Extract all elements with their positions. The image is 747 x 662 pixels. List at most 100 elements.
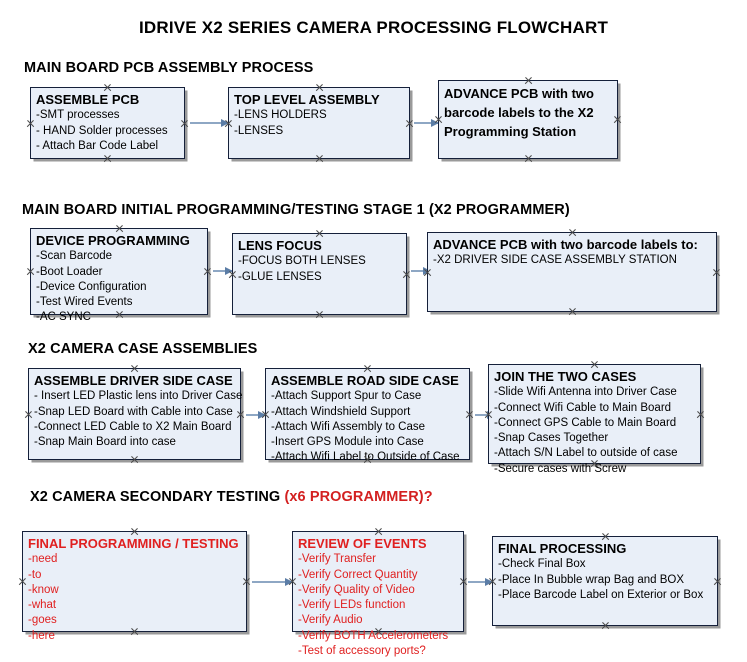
box-line: -GLUE LENSES	[238, 270, 322, 283]
box-line: -Device Configuration	[36, 280, 147, 293]
box-line: -Attach S/N Label to outside of case	[494, 447, 678, 460]
resize-handle-top[interactable]	[315, 229, 324, 238]
box-lines: -need -to -know -what -goes -here	[28, 552, 242, 644]
section-header-text: X2 CAMERA SECONDARY TESTING	[30, 489, 285, 505]
resize-handle-bottom[interactable]	[601, 621, 610, 630]
box-title: DEVICE PROGRAMMING	[36, 233, 190, 248]
box-line: -LENSES	[234, 124, 284, 137]
flow-box-advance-pcb-driver-side[interactable]: ADVANCE PCB with two barcode labels to: …	[427, 232, 717, 312]
box-lines: - Insert LED Plastic lens into Driver Ca…	[34, 389, 243, 450]
resize-handle-right[interactable]	[713, 577, 722, 586]
box-line: -here	[28, 629, 55, 642]
box-lines: -X2 DRIVER SIDE CASE ASSEMBLY STATION	[433, 253, 712, 268]
flow-box-lens-focus[interactable]: LENS FOCUS -FOCUS BOTH LENSES -GLUE LENS…	[232, 233, 407, 315]
resize-handle-bottom[interactable]	[103, 154, 112, 163]
resize-handle-right[interactable]	[696, 410, 705, 419]
flow-box-review-of-events[interactable]: REVIEW OF EVENTS -Verify Transfer -Verif…	[292, 531, 464, 657]
resize-handle-left[interactable]	[24, 410, 33, 419]
box-line: -goes	[28, 614, 57, 627]
flow-box-advance-pcb-programming-station[interactable]: ADVANCE PCB with two barcode labels to t…	[438, 80, 618, 159]
resize-handle-top[interactable]	[103, 83, 112, 92]
box-lines: -Check Final Box -Place In Bubble wrap B…	[498, 557, 713, 603]
section-header-x2-camera-secondary-testing: X2 CAMERA SECONDARY TESTING (x6 PROGRAMM…	[30, 489, 433, 505]
resize-handle-top[interactable]	[130, 364, 139, 373]
flow-box-final-programming-testing[interactable]: FINAL PROGRAMMING / TESTING -need -to -k…	[22, 531, 247, 642]
resize-handle-right[interactable]	[465, 410, 474, 419]
resize-handle-bottom[interactable]	[315, 310, 324, 319]
box-line: -Connect Wifi Cable to Main Board	[494, 401, 672, 414]
connector-arrow	[246, 410, 266, 419]
resize-handle-left[interactable]	[18, 577, 27, 586]
box-title: ASSEMBLE PCB	[36, 92, 140, 107]
resize-handle-top[interactable]	[363, 364, 372, 373]
arrow-head-icon	[431, 118, 439, 127]
resize-handle-top[interactable]	[315, 83, 324, 92]
section-header-text: MAIN BOARD PCB ASSEMBLY PROCESS	[24, 60, 314, 76]
box-title: LENS FOCUS	[238, 238, 322, 253]
resize-handle-right[interactable]	[236, 410, 245, 419]
section-header-x2-camera-case-assemblies: X2 CAMERA CASE ASSEMBLIES	[28, 341, 257, 357]
flow-box-final-processing[interactable]: FINAL PROCESSING -Check Final Box -Place…	[492, 536, 718, 626]
box-line: -Boot Loader	[36, 265, 103, 278]
resize-handle-left[interactable]	[26, 119, 35, 128]
resize-handle-right[interactable]	[613, 115, 622, 124]
box-title: TOP LEVEL ASSEMBLY	[234, 92, 380, 107]
section-header-main-board-initial-programming: MAIN BOARD INITIAL PROGRAMMING/TESTING S…	[22, 202, 570, 218]
flow-box-assemble-driver-side-case[interactable]: ASSEMBLE DRIVER SIDE CASE - Insert LED P…	[28, 368, 243, 460]
box-line: -Scan Barcode	[36, 250, 113, 263]
box-line: -Verify Correct Quantity	[298, 568, 418, 581]
box-line: - Attach Bar Code Label	[36, 139, 159, 152]
box-line: -AC SYNC	[36, 311, 91, 324]
box-line: - Insert LED Plastic lens into Driver Ca…	[34, 390, 243, 403]
box-line: -Place Barcode Label on Exterior or Box	[498, 588, 704, 601]
box-line: -Snap Main Board into case	[34, 436, 176, 449]
resize-handle-right[interactable]	[459, 577, 468, 586]
box-title: ADVANCE PCB with two barcode labels to t…	[444, 86, 594, 139]
resize-handle-right[interactable]	[402, 270, 411, 279]
box-line: -know	[28, 583, 59, 596]
box-lines: -Scan Barcode -Boot Loader -Device Confi…	[36, 249, 203, 325]
resize-handle-right[interactable]	[242, 577, 251, 586]
section-header-text: X2 CAMERA CASE ASSEMBLIES	[28, 341, 258, 357]
box-title: ASSEMBLE DRIVER SIDE CASE	[34, 373, 233, 388]
box-line: -need	[28, 553, 58, 566]
box-lines: -SMT processes - HAND Solder processes -…	[36, 108, 180, 154]
resize-handle-bottom[interactable]	[568, 307, 577, 316]
page-title: IDRIVE X2 SERIES CAMERA PROCESSING FLOWC…	[138, 18, 609, 37]
box-line: -Verify Quality of Video	[298, 583, 415, 596]
resize-handle-bottom[interactable]	[315, 154, 324, 163]
resize-handle-top[interactable]	[374, 527, 383, 536]
resize-handle-left[interactable]	[26, 267, 35, 276]
resize-handle-right[interactable]	[180, 119, 189, 128]
arrow-head-icon	[485, 577, 493, 586]
arrow-head-icon	[225, 266, 233, 275]
resize-handle-top[interactable]	[590, 360, 599, 369]
resize-handle-right[interactable]	[712, 268, 721, 277]
box-line: -FOCUS BOTH LENSES	[238, 255, 366, 268]
box-title: ASSEMBLE ROAD SIDE CASE	[271, 373, 459, 388]
resize-handle-top[interactable]	[524, 76, 533, 85]
resize-handle-top[interactable]	[568, 228, 577, 237]
flow-box-assemble-road-side-case[interactable]: ASSEMBLE ROAD SIDE CASE -Attach Support …	[265, 368, 470, 463]
connector-arrow	[213, 266, 233, 275]
box-line: -Test Wired Events	[36, 296, 133, 309]
flow-box-join-the-two-cases[interactable]: JOIN THE TWO CASES -Slide Wifi Antenna i…	[488, 364, 701, 475]
box-line: -Test of accessory ports?	[298, 645, 426, 658]
box-line: -Slide Wifi Antenna into Driver Case	[494, 386, 677, 399]
resize-handle-right[interactable]	[203, 267, 212, 276]
box-line: -Place In Bubble wrap Bag and BOX	[498, 573, 685, 586]
flow-box-top-level-assembly[interactable]: TOP LEVEL ASSEMBLY -LENS HOLDERS -LENSES	[228, 87, 410, 159]
resize-handle-bottom[interactable]	[524, 154, 533, 163]
resize-handle-top[interactable]	[601, 532, 610, 541]
box-line: -Check Final Box	[498, 558, 586, 571]
box-title: ADVANCE PCB with two barcode labels to:	[433, 237, 698, 252]
flow-box-assemble-pcb[interactable]: ASSEMBLE PCB -SMT processes - HAND Solde…	[30, 87, 185, 159]
box-line: -Verify LEDs function	[298, 599, 406, 612]
resize-handle-right[interactable]	[405, 119, 414, 128]
resize-handle-bottom[interactable]	[130, 455, 139, 464]
resize-handle-top[interactable]	[115, 224, 124, 233]
flow-box-device-programming[interactable]: DEVICE PROGRAMMING -Scan Barcode -Boot L…	[30, 228, 208, 323]
resize-handle-top[interactable]	[130, 527, 139, 536]
box-line: -LENS HOLDERS	[234, 109, 327, 122]
box-line: -Verify BOTH Accelerometers	[298, 629, 449, 642]
